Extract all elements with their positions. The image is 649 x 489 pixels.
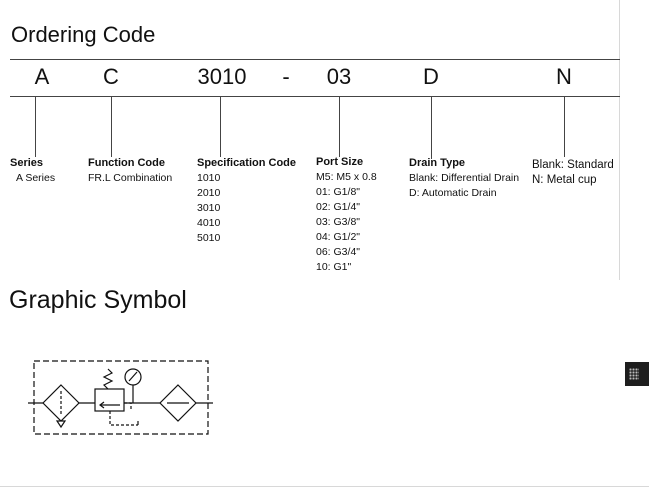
function-option: FR.L Combination xyxy=(88,172,173,184)
code-bottom-rule xyxy=(10,96,620,97)
port-option: 02: G1/4" xyxy=(316,201,361,213)
graphic-symbol-title: Graphic Symbol xyxy=(9,286,187,314)
function-header: Function Code xyxy=(88,157,165,169)
leader-drain xyxy=(431,97,432,159)
spec-header: Specification Code xyxy=(197,157,297,169)
port-option: M5: M5 x 0.8 xyxy=(316,171,377,183)
leader-series xyxy=(35,97,36,157)
regulator-spring xyxy=(102,368,114,390)
function-group: Function Code FR.L Combination xyxy=(88,156,172,186)
spec-option: 2010 xyxy=(197,187,221,199)
corner-badge[interactable] xyxy=(625,362,649,386)
port-header: Port Size xyxy=(316,156,364,168)
spec-group: Specification Code 1010 2010 3010 4010 5… xyxy=(197,156,296,246)
drain-group: Drain Type Blank: Differential Drain D: … xyxy=(409,156,519,201)
drain-header: Drain Type xyxy=(409,157,466,169)
leader-function xyxy=(111,97,112,157)
enclosure-dashed-box xyxy=(33,360,209,435)
pilot-line xyxy=(124,402,132,411)
leader-cup xyxy=(564,97,565,157)
port-option: 01: G1/8" xyxy=(316,186,361,198)
code-port: 03 xyxy=(326,64,352,89)
drain-option: D: Automatic Drain xyxy=(409,187,497,199)
code-separator: - xyxy=(282,64,290,89)
spec-option: 3010 xyxy=(197,202,221,214)
code-drain: D xyxy=(423,64,439,89)
regulator-box xyxy=(94,388,125,412)
spec-option: 5010 xyxy=(197,232,221,244)
frame-line-bottom xyxy=(0,486,649,487)
code-cup: N xyxy=(556,64,572,89)
leader-specification xyxy=(220,97,221,157)
port-option: 06: G3/4" xyxy=(316,246,361,258)
code-series: A xyxy=(34,64,50,89)
cup-option: N: Metal cup xyxy=(532,174,597,186)
leader-port xyxy=(339,97,340,157)
series-option: A Series xyxy=(16,172,56,184)
series-group: Series A Series xyxy=(10,156,55,186)
code-specification: 3010 xyxy=(197,64,247,89)
code-function: C xyxy=(103,64,119,89)
drain-left xyxy=(55,420,67,429)
drain-option: Blank: Differential Drain xyxy=(409,172,520,184)
port-option: 04: G1/2" xyxy=(316,231,361,243)
series-header: Series xyxy=(10,157,44,169)
gauge-needle xyxy=(128,371,138,382)
port-group: Port Size M5: M5 x 0.8 01: G1/8" 02: G1/… xyxy=(316,155,377,275)
frl-symbol-diagram xyxy=(28,360,213,435)
port-option: 10: G1" xyxy=(316,261,352,273)
exhaust-line xyxy=(109,411,138,426)
regulator-arrow-head xyxy=(99,401,105,409)
grip-icon xyxy=(629,368,639,380)
cup-group: Blank: Standard N: Metal cup xyxy=(532,158,614,188)
frame-line-right xyxy=(619,0,620,280)
code-top-rule xyxy=(10,59,620,60)
spec-option: 4010 xyxy=(197,217,221,229)
port-option: 03: G3/8" xyxy=(316,216,361,228)
ordering-code-title: Ordering Code xyxy=(11,22,156,47)
spec-option: 1010 xyxy=(197,172,221,184)
cup-option: Blank: Standard xyxy=(532,159,614,171)
